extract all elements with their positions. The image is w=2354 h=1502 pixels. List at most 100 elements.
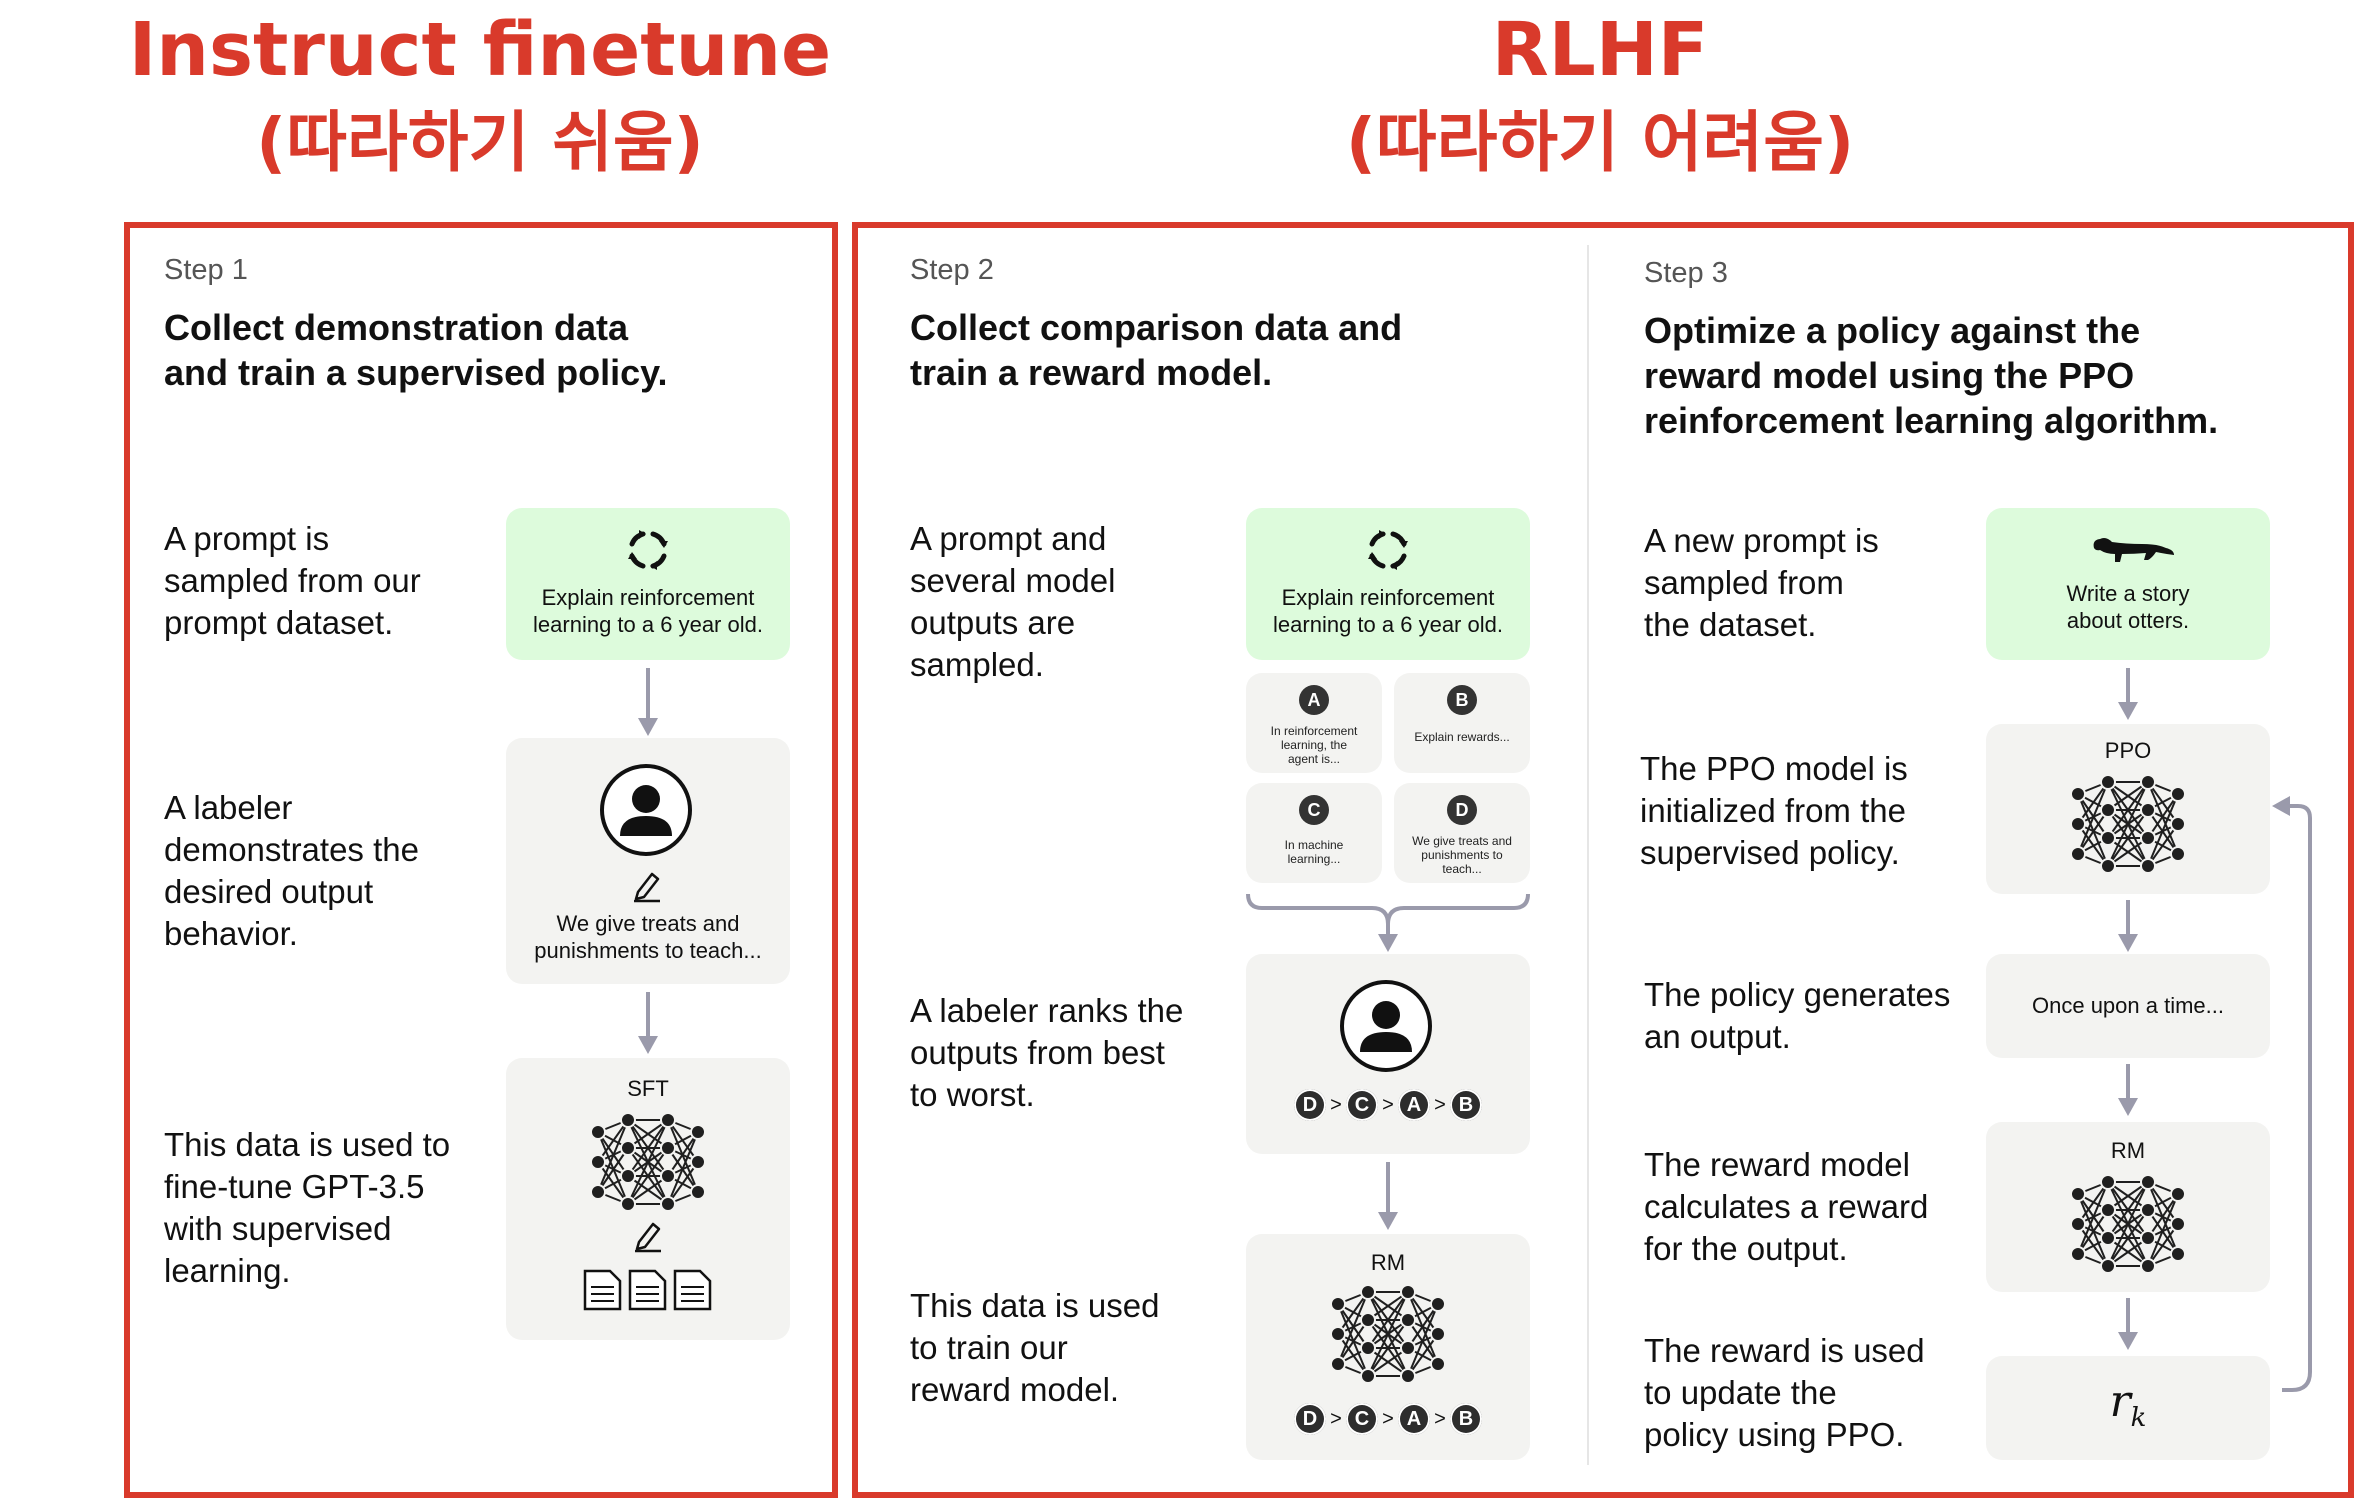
rank-badge: A — [1398, 1403, 1430, 1435]
network-edge — [1407, 1303, 1439, 1377]
network-node — [2140, 774, 2156, 790]
step3-reward-box: rk — [1986, 1356, 2270, 1460]
network-node — [660, 1112, 676, 1128]
network-edge — [1367, 1291, 1409, 1349]
network-node — [660, 1196, 676, 1212]
network-edge — [1337, 1319, 1369, 1365]
gt-sign: > — [1330, 1093, 1342, 1116]
network-node — [2140, 1258, 2156, 1274]
network-edge — [667, 1131, 699, 1177]
network-node — [660, 1140, 676, 1156]
desc-line: sampled from — [1644, 564, 1844, 601]
network-node — [2100, 1174, 2116, 1190]
step2-prompt-box: Explain reinforcement learning to a 6 ye… — [1246, 508, 1530, 660]
desc-line: A labeler ranks the — [910, 992, 1184, 1029]
network-node — [620, 1112, 636, 1128]
rank-badge: B — [1450, 1089, 1482, 1121]
instruct-finetune-frame — [124, 222, 838, 1498]
network-edge — [1367, 1319, 1409, 1377]
desc-line: prompt dataset. — [164, 604, 394, 641]
arrow-down-icon — [2118, 1064, 2138, 1116]
network-edge — [1407, 1303, 1439, 1349]
network-node — [2140, 802, 2156, 818]
network-node — [1430, 1296, 1446, 1312]
network-node — [620, 1196, 636, 1212]
step2-title-line2: train a reward model. — [910, 352, 1273, 393]
network-edge — [1367, 1291, 1409, 1321]
reward-symbol: rk — [1986, 1376, 2270, 1433]
network-edge — [2107, 809, 2149, 867]
network-node — [2100, 774, 2116, 790]
neural-network-icon — [2070, 774, 2186, 874]
prompt-line: Explain reinforcement — [541, 585, 755, 610]
step2-rm-box: RM D>C>A>B — [1246, 1234, 1530, 1460]
step1-title-line2: and train a supervised policy. — [164, 352, 668, 393]
desc-line: with supervised — [164, 1210, 392, 1247]
network-edge — [667, 1131, 699, 1205]
reward-r: r — [2109, 1376, 2131, 1427]
network-edge — [597, 1119, 629, 1163]
prompt-line: learning to a 6 year old. — [533, 612, 763, 637]
rank-badge: A — [1398, 1089, 1430, 1121]
arrow-down-icon — [2118, 900, 2138, 952]
network-edge — [2147, 793, 2179, 867]
network-node — [2140, 1174, 2156, 1190]
network-node — [1400, 1340, 1416, 1356]
rlhf-heading: RLHF — [1491, 7, 1709, 93]
network-node — [1400, 1284, 1416, 1300]
desc-line: reward model. — [910, 1371, 1120, 1408]
network-node — [1430, 1356, 1446, 1372]
network-edge — [2107, 1181, 2149, 1239]
network-node — [2140, 830, 2156, 846]
letter-badge: A — [1299, 685, 1329, 715]
desc-line: policy using PPO. — [1644, 1416, 1905, 1453]
step-divider — [1587, 245, 1589, 1465]
output-text: Once upon a time... — [2032, 993, 2224, 1018]
step1-title-line1: Collect demonstration data — [164, 307, 629, 348]
network-node — [1360, 1340, 1376, 1356]
network-node — [2100, 802, 2116, 818]
gt-sign: > — [1382, 1093, 1394, 1116]
network-edge — [627, 1175, 669, 1205]
network-node — [2140, 858, 2156, 874]
demo-line: punishments to teach... — [534, 938, 762, 963]
network-edge — [2107, 781, 2149, 867]
step1-desc-prompt: A prompt is sampled from our prompt data… — [164, 518, 494, 644]
desc-line: A prompt is — [164, 520, 330, 557]
rank-badge: B — [1450, 1403, 1482, 1435]
output-box-a: A In reinforcement learning, the agent i… — [1246, 673, 1382, 773]
network-node — [1360, 1368, 1376, 1384]
network-edge — [2077, 1181, 2109, 1225]
desc-line: A labeler — [164, 789, 293, 826]
ppo-label: PPO — [2104, 738, 2152, 763]
network-edge — [2107, 781, 2149, 839]
network-edge — [2077, 781, 2109, 825]
arrow-down-icon — [2118, 1298, 2138, 1350]
prompt-line: about otters. — [2066, 608, 2190, 633]
network-edge — [2107, 1181, 2149, 1267]
refresh-icon — [628, 530, 668, 570]
step2-label: Step 2 — [910, 254, 994, 286]
network-node — [2100, 1202, 2116, 1218]
network-node — [620, 1140, 636, 1156]
desc-line: learning. — [164, 1252, 291, 1289]
gt-sign: > — [1434, 1407, 1446, 1430]
gt-sign: > — [1434, 1093, 1446, 1116]
output-line: In reinforcement — [1270, 724, 1358, 738]
network-node — [590, 1184, 606, 1200]
network-edge — [2077, 1209, 2109, 1255]
network-edge — [2147, 1193, 2179, 1239]
arrow-down-icon — [638, 992, 658, 1054]
desc-line: The policy generates — [1644, 976, 1951, 1013]
arrow-down-icon — [638, 668, 658, 736]
rm-label: RM — [1370, 1250, 1406, 1275]
step1-desc-labeler: A labeler demonstrates the desired outpu… — [164, 787, 494, 955]
network-node — [1360, 1312, 1376, 1328]
step3-desc-reward-model: The reward model calculates a reward for… — [1644, 1144, 1984, 1270]
step1-labeler-box: We give treats and punishments to teach.… — [506, 738, 790, 984]
network-node — [2170, 846, 2186, 862]
letter-badge: D — [1447, 795, 1477, 825]
network-node — [2100, 858, 2116, 874]
network-edge — [2147, 793, 2179, 839]
desc-line: behavior. — [164, 915, 298, 952]
